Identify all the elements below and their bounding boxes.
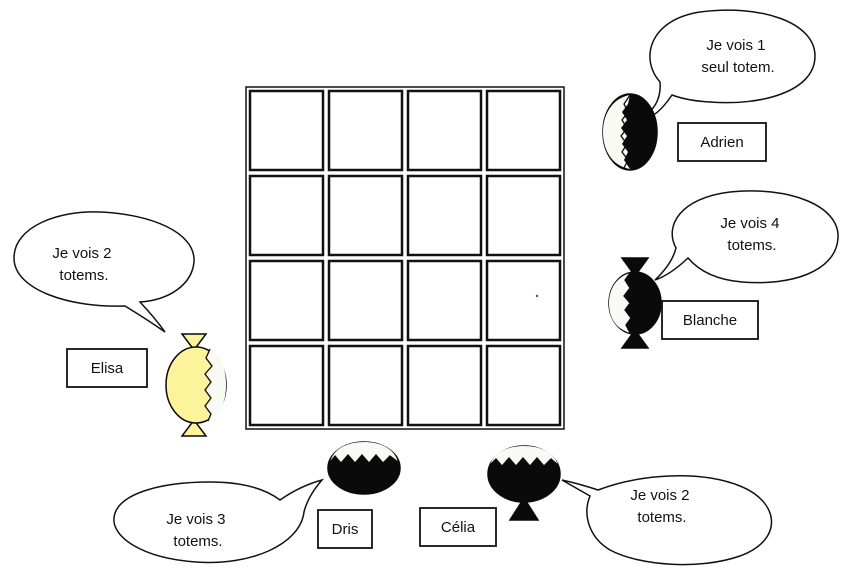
speech-bubble-adrien: Je vois 1 seul totem. bbox=[639, 9, 816, 119]
name-label-dris: Dris bbox=[332, 521, 359, 538]
speech-bubble-blanche: Je vois 4 totems. bbox=[654, 190, 839, 284]
totem-dris bbox=[327, 441, 401, 495]
grid-cell bbox=[406, 259, 483, 342]
speech-line-1: Je vois 2 bbox=[630, 487, 689, 504]
player-blanche: Je vois 4 totems. Blanche bbox=[608, 190, 839, 349]
speech-bubble-elisa: Je vois 2 totems. bbox=[13, 211, 195, 333]
totem-elisa bbox=[165, 333, 227, 437]
grid-cell bbox=[485, 89, 562, 172]
grid-speck bbox=[535, 294, 539, 298]
totem-celia bbox=[487, 445, 561, 521]
name-label-blanche: Blanche bbox=[683, 312, 737, 329]
speech-line-2: totems. bbox=[727, 237, 776, 254]
grid-cell bbox=[248, 174, 325, 257]
player-adrien: Je vois 1 seul totem. Adrien bbox=[602, 9, 816, 171]
totem-blanche bbox=[608, 257, 662, 349]
grid-cell bbox=[406, 344, 483, 427]
speech-line-1: Je vois 3 bbox=[166, 511, 225, 528]
candy-bottom-wrap bbox=[620, 328, 650, 349]
svg-text:Je vois 2 totems.: Je vois 2 totems. bbox=[52, 245, 115, 284]
game-grid bbox=[245, 86, 565, 430]
grid-cell bbox=[327, 259, 404, 342]
name-label-elisa: Elisa bbox=[91, 360, 124, 377]
svg-text:Je vois 4 totems.: Je vois 4 totems. bbox=[720, 215, 783, 254]
grid-cell bbox=[485, 174, 562, 257]
speech-line-2: totems. bbox=[59, 267, 108, 284]
speech-line-2: totems. bbox=[173, 533, 222, 550]
grid-cell bbox=[248, 259, 325, 342]
svg-text:Je vois 1 seul totem.: Je vois 1 seul totem. bbox=[701, 37, 774, 76]
speech-line-2: seul totem. bbox=[701, 59, 774, 76]
totem-adrien bbox=[602, 93, 658, 171]
player-elisa: Je vois 2 totems. Elisa bbox=[13, 211, 227, 437]
grid-cell bbox=[406, 89, 483, 172]
grid-frame bbox=[245, 86, 565, 430]
grid-cell bbox=[485, 259, 562, 342]
name-box-adrien bbox=[677, 122, 767, 162]
speech-line-1: Je vois 1 bbox=[706, 37, 765, 54]
name-label-celia: Célia bbox=[441, 519, 476, 536]
player-dris: Je vois 3 totems. Dris bbox=[113, 441, 401, 564]
speech-line-1: Je vois 4 bbox=[720, 215, 779, 232]
speech-line-2: totems. bbox=[637, 509, 686, 526]
speech-bubble-dris: Je vois 3 totems. bbox=[113, 478, 325, 564]
grid-cell bbox=[327, 174, 404, 257]
candy-top-wrap bbox=[180, 333, 208, 352]
svg-text:Je vois 2 totems.: Je vois 2 totems. bbox=[630, 487, 693, 526]
name-box-dris bbox=[317, 509, 373, 549]
cup-base bbox=[508, 496, 540, 521]
grid-cell bbox=[327, 344, 404, 427]
svg-text:Je vois 3 totems.: Je vois 3 totems. bbox=[166, 511, 229, 550]
speech-bubble-celia: Je vois 2 totems. bbox=[561, 475, 773, 566]
name-label-adrien: Adrien bbox=[700, 134, 743, 151]
name-box-elisa bbox=[66, 348, 148, 388]
name-box-celia bbox=[419, 507, 497, 547]
speech-line-1: Je vois 2 bbox=[52, 245, 111, 262]
grid-cell bbox=[248, 89, 325, 172]
grid-cell bbox=[485, 344, 562, 427]
player-celia: Je vois 2 totems. Célia bbox=[419, 445, 773, 566]
grid-cell bbox=[248, 344, 325, 427]
grid-cell bbox=[406, 174, 483, 257]
name-box-blanche bbox=[661, 300, 759, 340]
candy-bottom-wrap bbox=[180, 418, 208, 437]
candy-top-wrap bbox=[620, 257, 650, 278]
grid-cell bbox=[327, 89, 404, 172]
